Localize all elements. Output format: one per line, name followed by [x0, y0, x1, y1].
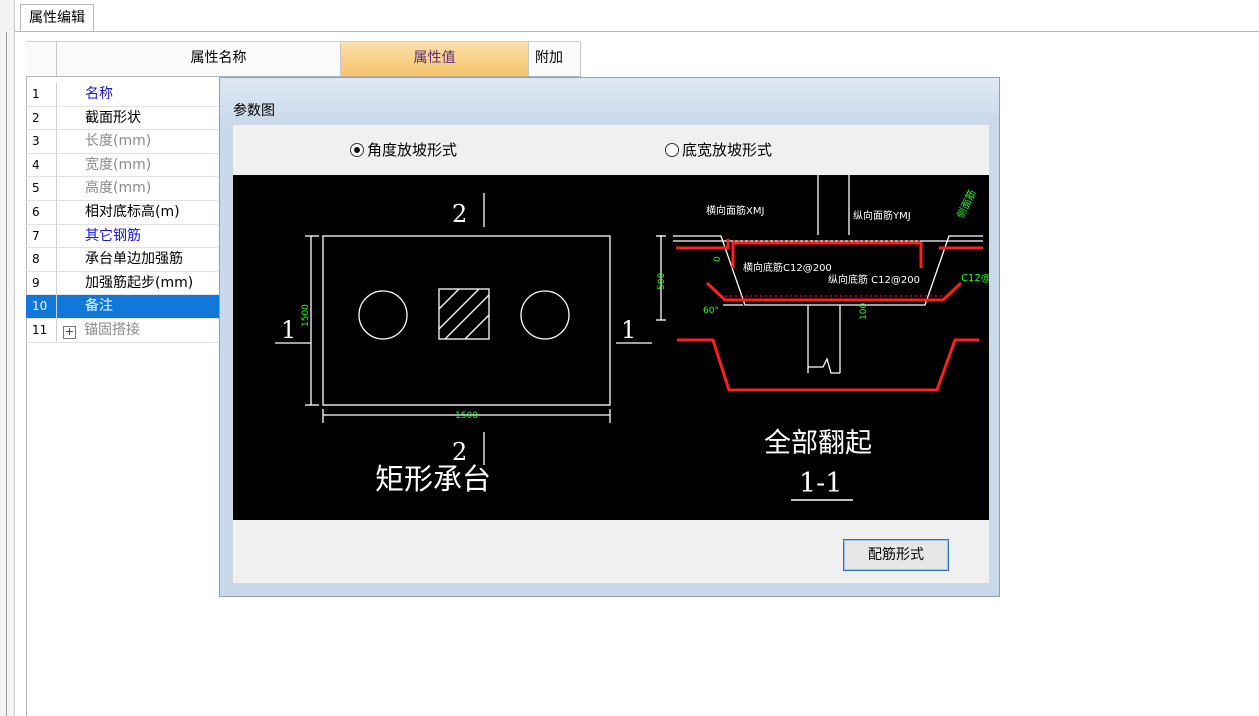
table-row[interactable]: 11 + 锚固搭接 [26, 318, 226, 343]
grid-rows: 1 名称 2 截面形状 3 长度(mm) 4 宽度(mm) 5 高度(mm) 6 相对底标高(m) 7 其… [26, 83, 226, 343]
side-mark-left: 1 [281, 316, 296, 344]
row-number: 2 [26, 106, 57, 130]
header-extra[interactable]: 附加 [529, 42, 581, 76]
pile-right [520, 290, 570, 340]
table-row[interactable]: 3 长度(mm) [26, 130, 226, 154]
radio-unchecked-icon[interactable] [665, 142, 679, 157]
rebar-foundation [677, 338, 979, 392]
table-row[interactable]: 10 备注 [26, 295, 226, 319]
break-line [808, 357, 840, 374]
table-row[interactable]: 9 加强筋起步(mm) [26, 271, 226, 296]
property-name-label: 承台单边加强筋 [85, 251, 183, 268]
label-bottom-transverse: 横向底筋C12@200 [743, 261, 832, 274]
plan-caption: 矩形承台 [375, 462, 491, 496]
label-top-longitudinal: 纵向面筋YMJ [853, 209, 911, 222]
header-row-number [26, 42, 57, 76]
header-property-name[interactable]: 属性名称 [57, 42, 341, 76]
dialog-body: 角度放坡形式 底宽放坡形式 [232, 124, 991, 584]
section-mark-top: 2 [452, 200, 467, 228]
splitter-line [6, 32, 7, 716]
rebar-bottom [705, 281, 963, 302]
pile-left [358, 290, 408, 340]
row-number: 11 [26, 318, 57, 342]
label-side-rebar: 侧面筋 [954, 188, 978, 221]
plan-dim-width-text: 1500 [455, 411, 478, 421]
property-name-cell[interactable]: 截面形状 [57, 107, 141, 130]
column-section [438, 288, 490, 340]
table-row[interactable]: 8 承台单边加强筋 [26, 248, 226, 272]
property-name-cell[interactable]: 名称 [57, 83, 113, 106]
property-name-cell[interactable]: 备注 [57, 295, 113, 318]
property-grid [26, 41, 1259, 716]
property-name-label: 相对底标高(m) [85, 203, 180, 220]
property-name-cell[interactable]: 加强筋起步(mm) [57, 272, 193, 295]
expand-plus-icon[interactable]: + [63, 324, 76, 339]
radio-angle-label[interactable]: 角度放坡形式 [367, 141, 458, 159]
row-number: 7 [26, 224, 57, 248]
left-splitter[interactable] [0, 0, 15, 716]
row-number: 10 [26, 295, 57, 318]
row-number: 6 [26, 200, 57, 224]
plan-dim-height-text: 1500 [301, 304, 311, 327]
row-number: 1 [26, 83, 57, 106]
property-name-label: 截面形状 [85, 109, 141, 126]
label-bottom-longitudinal: 纵向底筋 C12@200 [828, 273, 920, 286]
section-dim-100: 100 [859, 303, 869, 320]
header-property-value[interactable]: 属性值 [341, 42, 529, 76]
row-number: 4 [26, 153, 57, 177]
row-number: 8 [26, 248, 57, 271]
table-row[interactable]: 4 宽度(mm) [26, 153, 226, 178]
property-name-cell[interactable]: 相对底标高(m) [57, 201, 180, 224]
property-name-cell[interactable]: 其它钢筋 [57, 225, 141, 248]
dialog-title: 参数图 [233, 103, 275, 119]
property-name-label: 长度(mm) [85, 133, 152, 150]
property-name-label: 备注 [85, 298, 113, 315]
label-bottom-extra: C12@ [961, 273, 989, 284]
side-mark-right: 1 [621, 316, 636, 344]
property-name-label: 宽度(mm) [85, 156, 152, 173]
row-number: 9 [26, 271, 57, 295]
section-mark-bottom: 2 [452, 438, 467, 466]
rebar-top-left [676, 239, 730, 250]
slope-mode-radio-group: 角度放坡形式 底宽放坡形式 [233, 125, 989, 175]
radio-angle-slope[interactable]: 角度放坡形式 [350, 139, 457, 160]
radio-checked-icon[interactable] [350, 142, 364, 157]
property-name-label: 加强筋起步(mm) [85, 274, 194, 291]
property-name-label: 高度(mm) [85, 180, 152, 197]
section-caption: 全部翻起 [764, 428, 872, 459]
cap-outline [673, 235, 983, 306]
grid-header: 属性名称 属性值 附加 [26, 41, 581, 77]
section-caption-number: 1-1 [799, 468, 842, 499]
row-number: 5 [26, 177, 57, 200]
parameter-diagram: 2 2 1 1 矩形承台 全部翻起 1-1 横向面筋XMJ 纵向面筋YMJ 横向… [233, 175, 991, 520]
property-name-cell[interactable]: 长度(mm) [57, 130, 151, 153]
property-name-label: 锚固搭接 [84, 321, 140, 338]
table-row[interactable]: 1 名称 [26, 83, 226, 107]
property-name-cell[interactable]: 承台单边加强筋 [57, 248, 183, 271]
param-diagram-dialog: 参数图 角度放坡形式 底宽放坡形式 [219, 77, 1000, 597]
property-name-label: 名称 [85, 86, 113, 102]
radio-width-label[interactable]: 底宽放坡形式 [682, 141, 773, 159]
property-name-cell[interactable]: + 锚固搭接 [57, 319, 140, 342]
property-name-cell[interactable]: 宽度(mm) [57, 154, 151, 177]
tab-property-editor[interactable]: 属性编辑 [20, 4, 94, 32]
tab-bar-divider [14, 31, 1259, 32]
diagram-svg: 2 2 1 1 矩形承台 全部翻起 1-1 横向面筋XMJ 纵向面筋YMJ 横向… [275, 175, 991, 501]
table-row[interactable]: 2 截面形状 [26, 106, 226, 131]
section-angle: 60° [703, 306, 719, 316]
rebar-config-button[interactable]: 配筋形式 [843, 539, 949, 571]
section-dim-0: 0 [713, 256, 723, 262]
table-row[interactable]: 7 其它钢筋 [26, 224, 226, 249]
property-name-label: 其它钢筋 [85, 227, 141, 244]
plan-outline [322, 235, 611, 406]
table-row[interactable]: 6 相对底标高(m) [26, 200, 226, 225]
rebar-top [731, 241, 923, 268]
table-row[interactable]: 5 高度(mm) [26, 177, 226, 201]
section-dim-500: 500 [657, 273, 667, 290]
property-name-cell[interactable]: 高度(mm) [57, 177, 151, 200]
column-hatch [438, 288, 490, 340]
row-number: 3 [26, 130, 57, 153]
radio-width-slope[interactable]: 底宽放坡形式 [665, 139, 772, 160]
label-top-transverse: 横向面筋XMJ [706, 204, 764, 217]
